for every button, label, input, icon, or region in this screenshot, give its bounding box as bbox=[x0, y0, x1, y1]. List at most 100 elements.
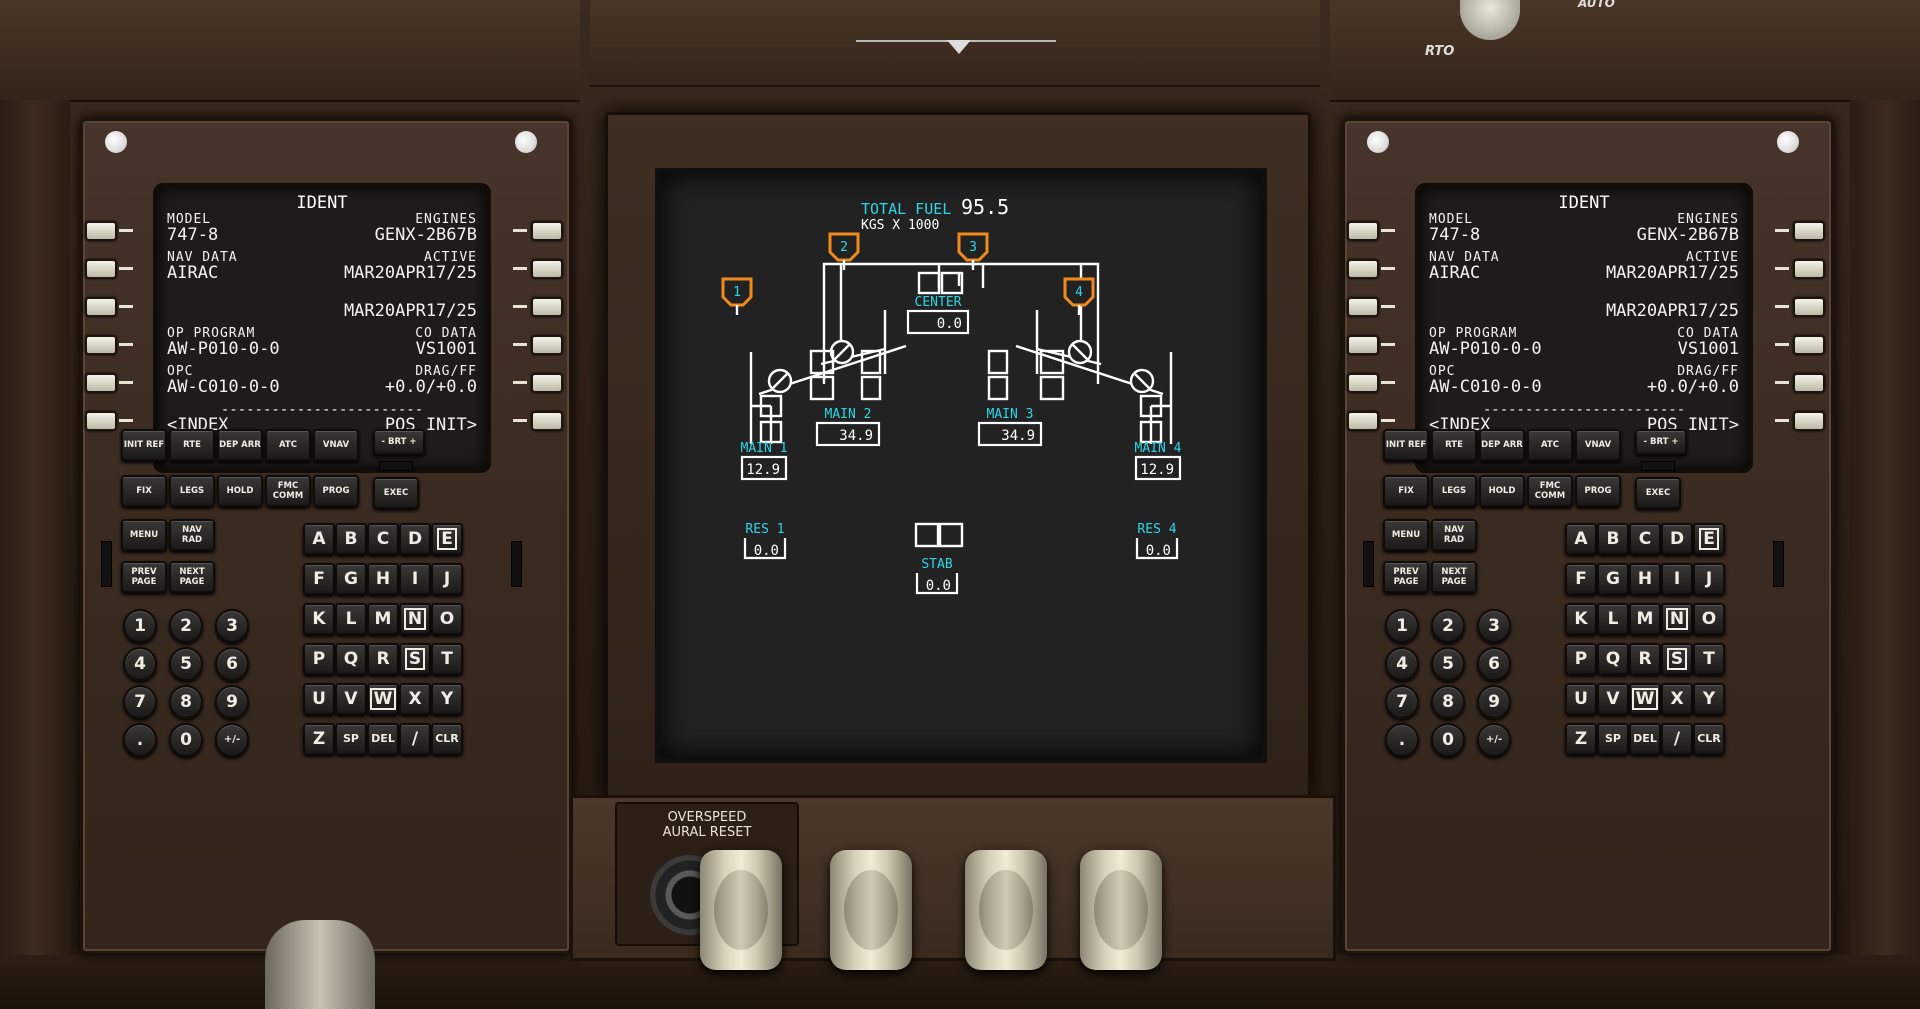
key-atc[interactable]: ATC bbox=[265, 429, 311, 461]
key-9[interactable]: 9 bbox=[215, 685, 249, 719]
key-clr[interactable]: CLR bbox=[431, 723, 463, 755]
key-l[interactable]: L bbox=[1597, 603, 1629, 635]
key-atc[interactable]: ATC bbox=[1527, 429, 1573, 461]
next-page-key[interactable]: NEXT PAGE bbox=[169, 561, 215, 593]
key-r[interactable]: R bbox=[367, 643, 399, 675]
key-i[interactable]: I bbox=[399, 563, 431, 595]
key-8[interactable]: 8 bbox=[1431, 685, 1465, 719]
key-m[interactable]: M bbox=[1629, 603, 1661, 635]
menu-key[interactable]: MENU bbox=[121, 519, 167, 551]
key-prog[interactable]: PROG bbox=[1575, 475, 1621, 507]
key-fix[interactable]: FIX bbox=[121, 475, 167, 507]
key-t[interactable]: T bbox=[431, 643, 463, 675]
lsk-right-5[interactable] bbox=[1793, 373, 1825, 393]
key-q[interactable]: Q bbox=[335, 643, 367, 675]
key-j[interactable]: J bbox=[431, 563, 463, 595]
lsk-right-1[interactable] bbox=[531, 221, 563, 241]
key-dot[interactable]: . bbox=[123, 723, 157, 757]
key-legs[interactable]: LEGS bbox=[1431, 475, 1477, 507]
key-slash[interactable]: / bbox=[399, 723, 431, 755]
nav-rad-key[interactable]: NAV RAD bbox=[169, 519, 215, 551]
key-n[interactable]: N bbox=[399, 603, 431, 635]
key-7[interactable]: 7 bbox=[1385, 685, 1419, 719]
key-f[interactable]: F bbox=[1565, 563, 1597, 595]
key-sp[interactable]: SP bbox=[1597, 723, 1629, 755]
exec-key[interactable]: EXEC bbox=[373, 477, 419, 509]
key-b[interactable]: B bbox=[335, 523, 367, 555]
key-9[interactable]: 9 bbox=[1477, 685, 1511, 719]
brightness-key[interactable]: - BRT + bbox=[373, 429, 425, 455]
lsk-right-3[interactable] bbox=[531, 297, 563, 317]
lsk-right-2[interactable] bbox=[1793, 259, 1825, 279]
key-2[interactable]: 2 bbox=[1431, 609, 1465, 643]
key-o[interactable]: O bbox=[431, 603, 463, 635]
lsk-left-2[interactable] bbox=[85, 259, 117, 279]
key-z[interactable]: Z bbox=[303, 723, 335, 755]
key-u[interactable]: U bbox=[303, 683, 335, 715]
key-d[interactable]: D bbox=[399, 523, 431, 555]
lsk-left-5[interactable] bbox=[1347, 373, 1379, 393]
key-h[interactable]: H bbox=[1629, 563, 1661, 595]
speedbrake-lever[interactable] bbox=[265, 920, 375, 1009]
key-o[interactable]: O bbox=[1693, 603, 1725, 635]
key-rte[interactable]: RTE bbox=[1431, 429, 1477, 461]
brightness-key[interactable]: - BRT + bbox=[1635, 429, 1687, 455]
nav-rad-key[interactable]: NAV RAD bbox=[1431, 519, 1477, 551]
key-3[interactable]: 3 bbox=[215, 609, 249, 643]
key-5[interactable]: 5 bbox=[1431, 647, 1465, 681]
key-del[interactable]: DEL bbox=[1629, 723, 1661, 755]
lsk-left-3[interactable] bbox=[1347, 297, 1379, 317]
key-x[interactable]: X bbox=[399, 683, 431, 715]
key-rte[interactable]: RTE bbox=[169, 429, 215, 461]
key-t[interactable]: T bbox=[1693, 643, 1725, 675]
key-plus-minus[interactable]: +/- bbox=[215, 723, 249, 757]
key-x[interactable]: X bbox=[1661, 683, 1693, 715]
key-init-ref[interactable]: INIT REF bbox=[121, 429, 167, 461]
lsk-right-2[interactable] bbox=[531, 259, 563, 279]
thrust-lever-3[interactable] bbox=[965, 850, 1047, 970]
key-3[interactable]: 3 bbox=[1477, 609, 1511, 643]
key-a[interactable]: A bbox=[303, 523, 335, 555]
key-c[interactable]: C bbox=[367, 523, 399, 555]
key-g[interactable]: G bbox=[335, 563, 367, 595]
lsk-left-3[interactable] bbox=[85, 297, 117, 317]
key-dot[interactable]: . bbox=[1385, 723, 1419, 757]
lsk-left-2[interactable] bbox=[1347, 259, 1379, 279]
key-v[interactable]: V bbox=[335, 683, 367, 715]
key-h[interactable]: H bbox=[367, 563, 399, 595]
key-slash[interactable]: / bbox=[1661, 723, 1693, 755]
key-init-ref[interactable]: INIT REF bbox=[1383, 429, 1429, 461]
lsk-left-5[interactable] bbox=[85, 373, 117, 393]
key-d[interactable]: D bbox=[1661, 523, 1693, 555]
lsk-left-4[interactable] bbox=[85, 335, 117, 355]
key-1[interactable]: 1 bbox=[1385, 609, 1419, 643]
autobrake-knob[interactable] bbox=[1460, 0, 1520, 40]
key-k[interactable]: K bbox=[1565, 603, 1597, 635]
key-n[interactable]: N bbox=[1661, 603, 1693, 635]
lsk-left-6[interactable] bbox=[85, 411, 117, 431]
key-z[interactable]: Z bbox=[1565, 723, 1597, 755]
key-vnav[interactable]: VNAV bbox=[313, 429, 359, 461]
key-e[interactable]: E bbox=[1693, 523, 1725, 555]
key-q[interactable]: Q bbox=[1597, 643, 1629, 675]
key-y[interactable]: Y bbox=[1693, 683, 1725, 715]
key-5[interactable]: 5 bbox=[169, 647, 203, 681]
lsk-left-6[interactable] bbox=[1347, 411, 1379, 431]
key-u[interactable]: U bbox=[1565, 683, 1597, 715]
key-l[interactable]: L bbox=[335, 603, 367, 635]
key-f[interactable]: F bbox=[303, 563, 335, 595]
key-g[interactable]: G bbox=[1597, 563, 1629, 595]
key-c[interactable]: C bbox=[1629, 523, 1661, 555]
key-k[interactable]: K bbox=[303, 603, 335, 635]
key-vnav[interactable]: VNAV bbox=[1575, 429, 1621, 461]
key-6[interactable]: 6 bbox=[215, 647, 249, 681]
key-i[interactable]: I bbox=[1661, 563, 1693, 595]
exec-key[interactable]: EXEC bbox=[1635, 477, 1681, 509]
key-y[interactable]: Y bbox=[431, 683, 463, 715]
thrust-lever-2[interactable] bbox=[830, 850, 912, 970]
key-e[interactable]: E bbox=[431, 523, 463, 555]
key-p[interactable]: P bbox=[303, 643, 335, 675]
key-j[interactable]: J bbox=[1693, 563, 1725, 595]
thrust-lever-1[interactable] bbox=[700, 850, 782, 970]
lsk-right-3[interactable] bbox=[1793, 297, 1825, 317]
